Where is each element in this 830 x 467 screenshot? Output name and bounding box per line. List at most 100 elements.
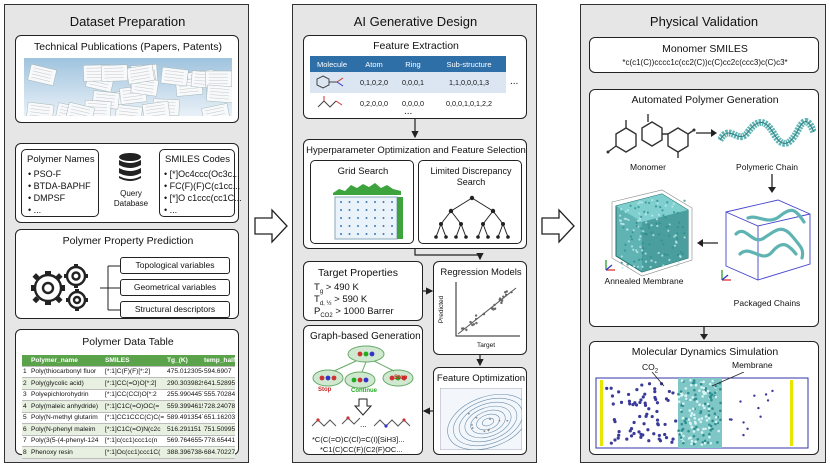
membrane-atom (699, 420, 703, 424)
co2-molecule (639, 398, 643, 402)
co2-molecule (654, 397, 658, 402)
co2-molecule (759, 415, 762, 418)
packaged-chains-image (721, 199, 811, 281)
co2-molecule (647, 382, 652, 386)
regression-point (475, 321, 478, 325)
membrane-atom (635, 224, 638, 228)
grid-point (391, 209, 393, 211)
table-cell: [*:1]Oc(cc1)ccc1C( (104, 446, 166, 459)
membrane-atom (667, 229, 670, 232)
paper-line (135, 83, 154, 87)
membrane-atom (651, 199, 654, 202)
co2-molecule (753, 394, 756, 397)
membrane-atom (708, 435, 711, 439)
membrane-atom (690, 425, 694, 429)
membrane-atom (703, 441, 707, 445)
co2-molecule (629, 427, 634, 431)
lds-box: Limited Discrepancy Search (418, 160, 522, 244)
regression-point (462, 327, 465, 330)
table-cell: 728.24078 (203, 400, 235, 413)
paper-line (123, 95, 143, 98)
feature-extraction-title: Feature Extraction (373, 40, 459, 52)
dataset-preparation-panel: Dataset Preparation Technical Publicatio… (4, 4, 249, 463)
co2-molecule (742, 433, 745, 437)
membrane-atom (680, 250, 683, 254)
membrane-atom (651, 214, 654, 217)
generated-smiles: *C1(C)CC(F)(C2(F)OC... (320, 445, 403, 454)
membrane-atom (641, 265, 644, 268)
co2-molecule (664, 436, 669, 440)
membrane-atom (636, 251, 639, 254)
paper-line (118, 110, 138, 114)
paper-line (205, 110, 225, 115)
membrane-atom (679, 254, 682, 258)
co2-molecule (671, 437, 675, 441)
feature-ellipsis-col: ... (510, 76, 519, 87)
co2-molecule (617, 429, 621, 434)
table-cell: 684.70227 (203, 446, 235, 459)
table-cell: 3 (22, 389, 30, 401)
membrane-atom (627, 240, 630, 243)
paper-line (30, 108, 50, 112)
membrane-atom (657, 233, 661, 236)
membrane-atom (702, 434, 705, 437)
membrane-atom (630, 245, 634, 248)
membrane-atom (692, 379, 696, 383)
grid-point (382, 233, 385, 235)
regression-point (482, 312, 485, 316)
reg-xlabel: Target (476, 342, 496, 349)
technical-publications-box: Technical Publications (Papers, Patents) (15, 35, 239, 123)
co2-molecule (643, 401, 647, 405)
co2-label: CO2 (642, 362, 659, 375)
search-tree-diagram (434, 195, 510, 239)
table-cell: 555.70284 (203, 389, 235, 401)
membrane-atom (618, 219, 622, 222)
table-cell: [*:1]CC1CCC(C)C(= (104, 412, 166, 424)
grid-point (340, 233, 342, 235)
membrane-atom (668, 258, 671, 261)
smiles-item: • FC(F)(F)C(c1cc... (164, 181, 241, 191)
co2-molecule (674, 419, 678, 423)
graph-node (363, 351, 369, 357)
membrane-atom (664, 216, 667, 219)
grid-point (340, 217, 342, 219)
membrane-atom (711, 379, 714, 383)
table-cell: 651.16203 (203, 412, 235, 424)
table-cell: 8 (22, 446, 30, 459)
paper-line (30, 111, 50, 115)
table-cell: [*:1]CC(CCl)O[*:2 (104, 389, 166, 401)
topological-variables-pill: Topological variables (120, 257, 230, 274)
grid-point (340, 209, 342, 211)
membrane-atom (708, 432, 711, 436)
polymeric-chain-label: Polymeric Chain (736, 162, 798, 172)
paper-line (146, 113, 166, 116)
co2-molecule (641, 433, 645, 437)
co2-molecule (635, 388, 639, 392)
membrane-atom (701, 390, 705, 394)
membrane-atom (702, 380, 705, 384)
co2-molecule (766, 399, 770, 402)
graph-node (351, 377, 357, 383)
graph-node (389, 375, 395, 381)
lds-label: Limited Discrepancy Search (430, 166, 512, 187)
paper-line (165, 70, 185, 73)
graph-generation-box: Graph-based Generation Stop Continue Sto… (303, 325, 423, 455)
column-header: Atom (354, 56, 394, 72)
membrane-atom (687, 429, 690, 433)
grid-point (365, 201, 368, 203)
hollow-arrow-icon (541, 208, 575, 244)
paper-sheet (65, 101, 96, 116)
table-cell: 290.3039829 (166, 377, 203, 390)
paper-line (104, 67, 124, 69)
membrane-atom (620, 222, 623, 225)
membrane-atom (698, 389, 701, 392)
membrane-atom (626, 263, 629, 266)
membrane-atom (640, 215, 643, 219)
co2-molecule (609, 386, 613, 390)
left-arrow-icon (697, 239, 718, 247)
paper-line (210, 87, 230, 90)
membrane-atom (684, 394, 688, 397)
membrane-atom (620, 208, 623, 211)
